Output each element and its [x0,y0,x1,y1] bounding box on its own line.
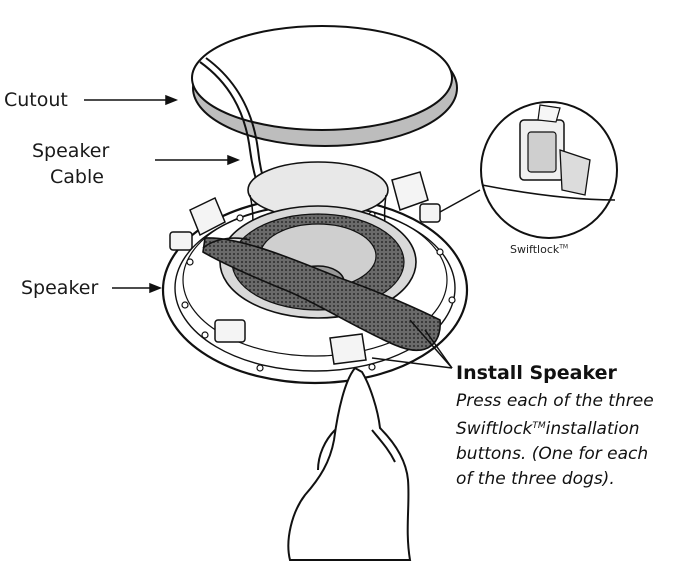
speaker-label: Speaker [21,277,99,299]
install-line-2-tm: TM [532,421,546,431]
hand-illustration [287,366,412,561]
cutout-label: Cutout [4,89,68,111]
swiftlock-clips [169,171,441,365]
install-line-2-rest: installation [545,419,640,439]
install-line-2: SwiftlockTMinstallation [456,414,672,442]
install-line-2-brand: Swiftlock [456,419,533,439]
tweeter-bridge [202,237,441,351]
install-line-1: Press each of the three [456,391,654,411]
install-speaker-instructions: Press each of the three SwiftlockTMinsta… [456,389,672,492]
swiftlock-tm-mark: TM [559,243,569,251]
install-line-3: buttons. (One for each [456,444,649,464]
leader-lines [84,94,481,369]
swiftlock-detail-inset [480,101,618,239]
install-line-4: of the three dogs). [456,469,615,489]
install-speaker-title: Install Speaker [456,362,617,384]
swiftlock-label: SwiftlockTM [510,243,568,256]
speaker-cable-label-line1: Speaker [32,140,110,162]
cutout-disc [191,25,458,147]
swiftlock-label-text: Swiftlock [510,243,560,256]
speaker-cable-label-line2: Cable [50,166,104,188]
